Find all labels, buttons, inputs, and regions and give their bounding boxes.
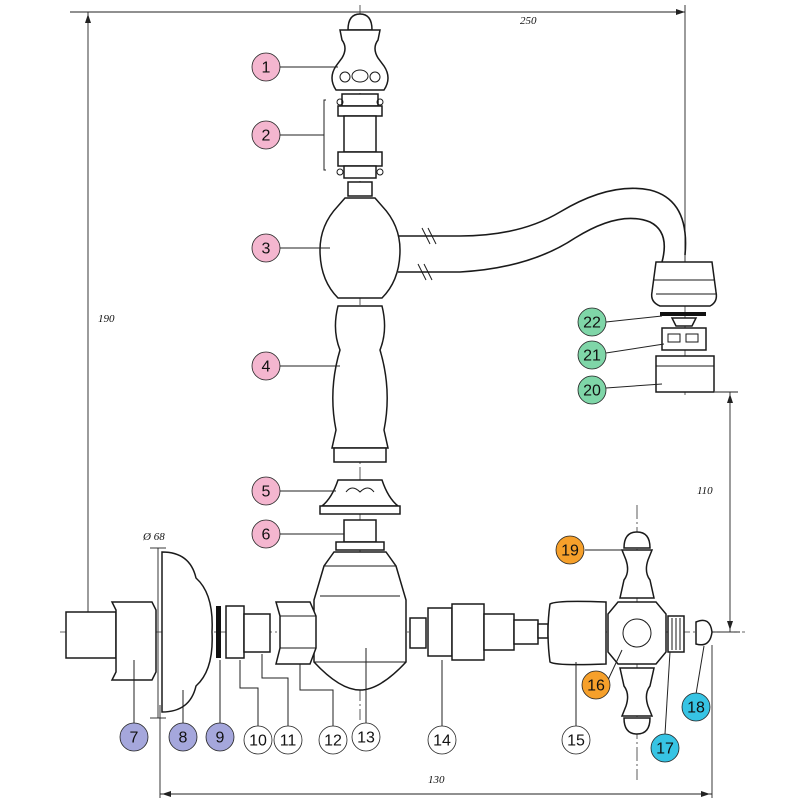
callout-11: 11 bbox=[273, 725, 303, 755]
part-2-spindle bbox=[336, 93, 384, 197]
part-1-handle bbox=[331, 13, 389, 91]
part-22-washer bbox=[660, 312, 706, 327]
callout-number: 10 bbox=[249, 733, 267, 750]
dimension-spout-drop: 110 bbox=[697, 485, 713, 497]
callout-badge bbox=[273, 725, 303, 755]
callout-badge bbox=[577, 307, 607, 337]
callout-badge bbox=[561, 725, 591, 755]
callout-badge bbox=[119, 722, 149, 752]
callout-badge bbox=[205, 722, 235, 752]
dimension-width-top: 250 bbox=[520, 15, 537, 27]
callout-2: 2 bbox=[251, 120, 281, 150]
callout-badge bbox=[681, 692, 711, 722]
part-19-handle-knob-top bbox=[619, 531, 655, 599]
part-20-aerator-cap bbox=[655, 355, 715, 393]
part-18-cap bbox=[695, 619, 713, 646]
part-10-bushing bbox=[225, 605, 271, 659]
callout-number: 20 bbox=[583, 383, 601, 400]
callout-number: 4 bbox=[262, 359, 271, 376]
dimension-height-left: 190 bbox=[98, 313, 115, 325]
callout-number: 3 bbox=[262, 241, 271, 258]
part-7-connector bbox=[65, 601, 157, 681]
part-11-nut bbox=[275, 601, 317, 665]
callout-22: 22 bbox=[577, 307, 607, 337]
callout-number: 17 bbox=[656, 741, 674, 758]
part-8-rosette bbox=[161, 551, 213, 713]
callout-10: 10 bbox=[243, 725, 273, 755]
part-9-oring bbox=[216, 606, 221, 658]
callout-number: 7 bbox=[130, 730, 139, 747]
callout-12: 12 bbox=[318, 725, 348, 755]
callout-number: 5 bbox=[262, 484, 271, 501]
callout-badge bbox=[318, 725, 348, 755]
callout-number: 9 bbox=[216, 730, 225, 747]
dimension-bottom-span: 130 bbox=[428, 774, 445, 786]
callout-7: 7 bbox=[119, 722, 149, 752]
callout-8: 8 bbox=[168, 722, 198, 752]
callout-badge bbox=[650, 733, 680, 763]
callout-16: 16 bbox=[581, 670, 611, 700]
part-19-handle-knob-bottom bbox=[619, 667, 655, 735]
callout-number: 15 bbox=[567, 733, 585, 750]
callout-6: 6 bbox=[251, 519, 281, 549]
part-21-insert bbox=[661, 327, 707, 351]
callout-1: 1 bbox=[251, 52, 281, 82]
callout-badge bbox=[243, 725, 273, 755]
callout-number: 14 bbox=[433, 733, 451, 750]
callout-number: 21 bbox=[583, 348, 601, 365]
callout-badge bbox=[555, 535, 585, 565]
callout-9: 9 bbox=[205, 722, 235, 752]
leader-lines bbox=[133, 66, 705, 735]
callout-badge bbox=[351, 722, 381, 752]
callout-number: 18 bbox=[687, 700, 705, 717]
callout-number: 6 bbox=[262, 527, 271, 544]
callout-badge bbox=[251, 519, 281, 549]
part-14-cartridge bbox=[409, 603, 549, 661]
callout-badge bbox=[168, 722, 198, 752]
callout-number: 22 bbox=[583, 315, 601, 332]
callout-18: 18 bbox=[681, 692, 711, 722]
callout-19: 19 bbox=[555, 535, 585, 565]
callout-badge bbox=[251, 120, 281, 150]
part-16-cross-body bbox=[607, 601, 667, 665]
callout-number: 8 bbox=[179, 730, 188, 747]
part-15-sleeve bbox=[547, 600, 607, 666]
callout-15: 15 bbox=[561, 725, 591, 755]
callout-badge bbox=[577, 375, 607, 405]
callout-badge bbox=[251, 233, 281, 263]
callout-21: 21 bbox=[577, 340, 607, 370]
dimension-diameter: Ø 68 bbox=[142, 531, 165, 543]
callout-badge bbox=[577, 340, 607, 370]
callout-number: 12 bbox=[324, 733, 342, 750]
callout-20: 20 bbox=[577, 375, 607, 405]
callout-number: 13 bbox=[357, 730, 375, 747]
callout-badge bbox=[251, 476, 281, 506]
callout-4: 4 bbox=[251, 351, 281, 381]
callout-badge bbox=[251, 351, 281, 381]
callout-number: 1 bbox=[262, 60, 271, 77]
callout-number: 16 bbox=[587, 678, 605, 695]
callout-17: 17 bbox=[650, 733, 680, 763]
callout-number: 19 bbox=[561, 543, 579, 560]
callout-14: 14 bbox=[427, 725, 457, 755]
part-13-valve-body bbox=[313, 551, 407, 691]
callout-number: 11 bbox=[280, 733, 297, 750]
part-5-flange bbox=[319, 479, 401, 515]
callout-13: 13 bbox=[351, 722, 381, 752]
callout-3: 3 bbox=[251, 233, 281, 263]
part-6-nut bbox=[335, 519, 385, 551]
callout-badge bbox=[581, 670, 611, 700]
callout-badge bbox=[427, 725, 457, 755]
callout-number: 2 bbox=[262, 128, 271, 145]
callout-5: 5 bbox=[251, 476, 281, 506]
part-3-body-and-spout bbox=[319, 187, 718, 307]
callout-badge bbox=[251, 52, 281, 82]
part-17-washer bbox=[667, 615, 685, 653]
part-4-column bbox=[331, 305, 389, 463]
